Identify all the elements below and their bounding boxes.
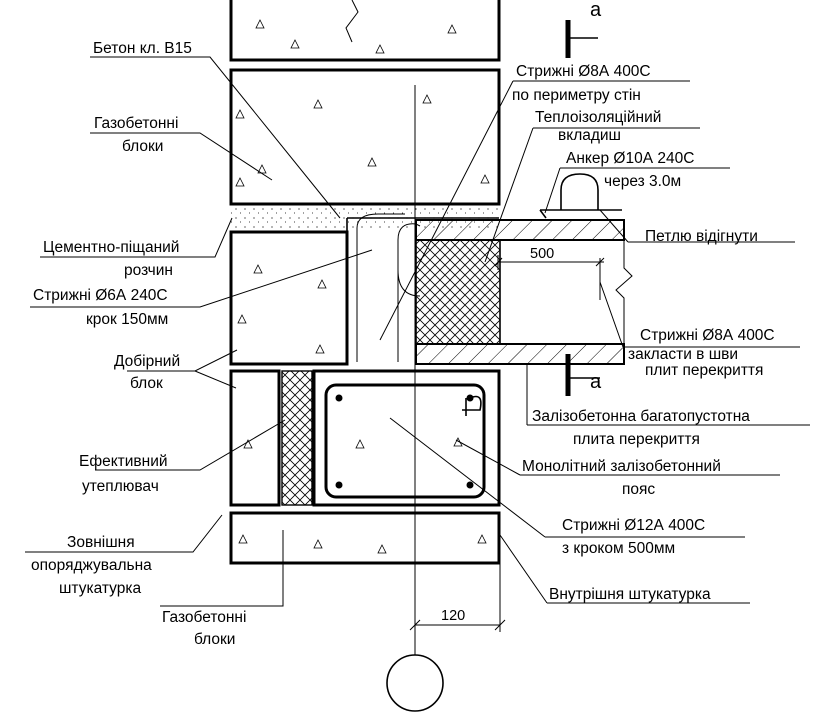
label-beton: Бетон кл. В15 [93,40,192,57]
label-gazoblocks-bot-2: блоки [194,631,235,648]
label-rods8-2: по периметру стін [512,87,641,104]
upper-gas-block [229,68,501,206]
label-rods8b-1: Стрижні Ø8А 400С [640,327,775,344]
label-rods8b-3: плит перекриття [645,362,763,379]
label-mortar-2: розчин [124,262,173,279]
label-extra-block-2: блок [130,375,163,392]
label-ext-plaster-1: Зовнішня [67,534,135,551]
label-ext-plaster-3: штукатурка [59,580,141,597]
extra-block [229,369,281,507]
top-concrete-wall [229,0,501,62]
dim-120-label: 120 [441,608,465,624]
label-rods6-1: Стрижні Ø6А 240С [33,287,168,304]
label-extra-block-1: Добірний [114,353,180,370]
monolithic-zone [346,213,499,364]
dim-500-label: 500 [530,246,554,262]
label-rods12-2: з кроком 500мм [562,540,675,557]
label-ext-plaster-2: опоряджувальна [31,557,152,574]
label-rods8b-2: закласти в шви [628,346,738,363]
label-slab-2: плита перекриття [573,431,700,448]
label-gazoblocks-top-2: блоки [122,138,163,155]
label-belt-1: Монолітний залізобетонний [522,458,721,475]
label-anchor-2: через 3.0м [604,173,681,190]
section-mark-top-label: а [590,0,602,21]
label-thermo-1: Теплоізоляційний [535,109,661,126]
left-gas-block [229,230,349,366]
label-rods6-2: крок 150мм [86,311,168,328]
leader-lines [25,56,810,607]
label-belt-2: пояс [622,481,655,498]
label-gazoblocks-top-1: Газобетонні [94,115,178,132]
lower-gas-block [229,511,501,565]
label-insulation-2: утеплювач [82,478,159,495]
monolithic-belt [312,369,501,507]
anchor-loop [539,173,622,219]
label-anchor-1: Анкер Ø10А 240С [566,150,694,167]
label-insulation-1: Ефективний [79,453,168,470]
label-gazoblocks-bot-1: Газобетонні [162,609,246,626]
section-mark-top: а [565,0,602,58]
label-thermo-2: вкладиш [558,127,621,144]
section-mark-bottom-label: а [590,371,602,393]
label-rods8-1: Стрижні Ø8А 400С [516,63,651,80]
label-int-plaster: Внутрішня штукатурка [549,586,711,603]
label-slab-1: Залізобетонна багатопустотна [532,408,750,425]
label-rods12-1: Стрижні Ø12А 400С [562,517,705,534]
dimension-500: 500 [494,246,605,300]
effective-insulation [281,370,313,506]
section-mark-bottom: а [565,354,602,396]
label-mortar-1: Цементно-піщаний [43,239,179,256]
hollow-core-slab [415,219,633,365]
label-loop: Петлю відігнути [645,228,758,245]
axis: 120 [386,85,506,712]
